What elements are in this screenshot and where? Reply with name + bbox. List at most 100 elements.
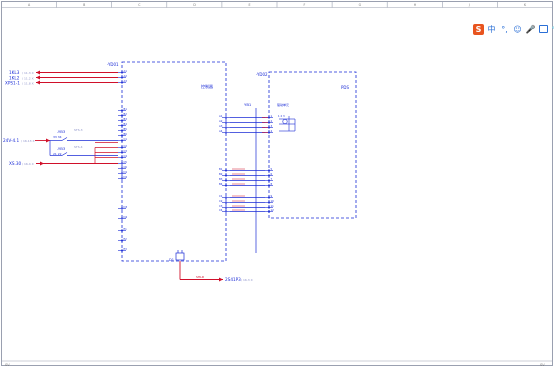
pds-relay: 1 2 3	[278, 114, 296, 132]
pin-label: 5	[271, 167, 273, 171]
pin-label: B6	[124, 132, 128, 136]
pin-terminal	[267, 131, 271, 134]
pin-terminal	[267, 179, 271, 182]
arrow-right-icon	[40, 161, 44, 166]
zone-label: J	[468, 3, 470, 7]
connector-pin: D1	[169, 258, 174, 262]
pin-label: 12	[271, 208, 275, 212]
zone-label: C	[138, 3, 141, 7]
pin-label: A3	[124, 79, 128, 83]
signal-ref: / 11.8 X	[22, 82, 34, 86]
pin-terminal	[224, 206, 228, 209]
pin-terminal	[224, 179, 228, 182]
pin-terminal	[120, 114, 124, 117]
pin-terminal	[120, 129, 124, 132]
ime-toolbar: S 中 °, ☺ 🎤 👕	[473, 22, 554, 36]
pin-terminal	[120, 76, 124, 79]
arrow-left-icon	[36, 80, 40, 85]
pin-terminal	[267, 121, 271, 124]
pin-label: B1	[219, 167, 223, 171]
sogou-logo-icon[interactable]: S	[473, 23, 484, 35]
controller-tag: -YD01	[107, 62, 119, 67]
zone-label: E	[248, 3, 250, 7]
pin-terminal	[267, 210, 271, 213]
pin-label: C2	[124, 144, 128, 148]
switch-tag: -YB3	[57, 129, 66, 134]
pin-label: A3	[219, 124, 223, 128]
controller-title: 控制器	[201, 83, 213, 89]
pin-label: A1	[124, 69, 128, 73]
pin-label: C3	[124, 149, 128, 153]
pin-terminal	[224, 201, 228, 204]
pin-terminal	[267, 196, 271, 199]
arrow-right-icon	[219, 277, 223, 282]
pin-label: B3	[124, 117, 128, 121]
emoji-icon[interactable]: ☺	[513, 24, 522, 34]
pin-label: 6	[271, 172, 273, 176]
keyboard-icon[interactable]	[538, 24, 549, 35]
pin-terminal	[120, 172, 124, 175]
switch-pins: 21 22	[53, 152, 62, 156]
corner-label-right: SV	[540, 363, 545, 367]
pin-terminal	[120, 119, 124, 122]
output-label: 2S41P3	[225, 277, 241, 282]
punctuation-icon[interactable]: °,	[501, 24, 508, 34]
connector-tag: YB1	[244, 102, 252, 107]
corner-label-left: SV	[5, 363, 10, 367]
pin-terminal	[267, 169, 271, 172]
zone-label: A	[28, 3, 31, 7]
relay-coil-icon	[282, 119, 288, 125]
output-wire-label: SHLD	[196, 275, 205, 279]
skin-icon[interactable]: 👕	[551, 24, 554, 35]
arrow-left-icon	[36, 70, 40, 75]
zone-label: B	[83, 3, 85, 7]
language-toggle-button[interactable]: 中	[487, 24, 496, 34]
signal-ref: / 11.2 X	[22, 77, 34, 81]
switch-tag: -YB3	[57, 146, 66, 151]
input-signal-24v: 24V-4.1 / 16.13 X	[3, 138, 50, 143]
input-signal-xps1: XPS1-1 / 11.8 X	[5, 80, 118, 86]
pin-terminal	[267, 116, 271, 119]
pin-terminal	[120, 134, 124, 137]
switch-blade	[61, 152, 68, 156]
pin-terminal	[120, 124, 124, 127]
pds-box	[268, 71, 357, 219]
pin-terminal	[267, 201, 271, 204]
input-signal-1kl2: 1KL2 / 11.2 X	[9, 75, 118, 81]
pin-label: 1	[271, 114, 273, 118]
top-zone-ticks	[1, 1, 498, 8]
pin-terminal	[120, 177, 124, 180]
pin-terminal	[224, 169, 228, 172]
pds-title: PDS	[341, 85, 349, 90]
pin-terminal	[120, 81, 124, 84]
pin-terminal	[120, 156, 124, 159]
pin-label: A1	[219, 114, 223, 118]
pin-label: A2	[219, 119, 223, 123]
pin-label: 4	[271, 129, 273, 133]
pin-terminal	[120, 207, 124, 210]
zone-label: H	[414, 3, 417, 7]
signal-label: 24V-4.1	[3, 138, 19, 143]
switch-note: STS.3	[74, 128, 83, 132]
pin-label: C5	[124, 160, 128, 164]
input-signal-1kl3: 1KL3 / 11.3 X	[9, 70, 118, 75]
arrow-right-icon	[46, 138, 50, 143]
pin-label: A2	[124, 74, 128, 78]
arrow-left-icon	[36, 75, 40, 80]
pin-terminal	[120, 217, 124, 220]
zone-label: F	[304, 3, 306, 7]
microphone-icon[interactable]: 🎤	[525, 24, 536, 34]
pin-label: A4	[219, 129, 223, 133]
pin-terminal	[120, 151, 124, 154]
zone-label: D	[193, 3, 196, 7]
pin-label: 10	[271, 199, 275, 203]
signal-ref: / 16.4 X	[22, 162, 34, 166]
switch-pins: 33 34	[53, 135, 62, 139]
input-signal-xs30: XS.30 / 16.4 X	[9, 161, 118, 166]
pin-label: C1	[124, 137, 128, 141]
pin-terminal	[267, 184, 271, 187]
